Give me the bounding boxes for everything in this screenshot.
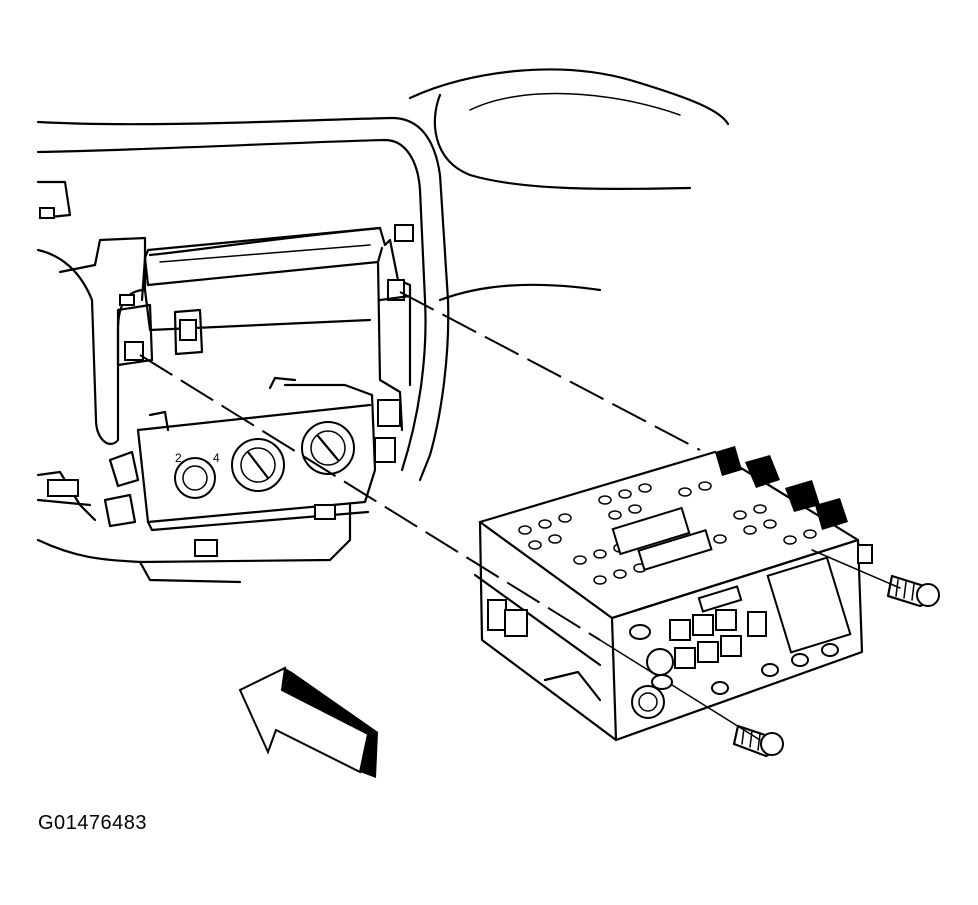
installation-direction-arrow <box>238 666 378 778</box>
svg-text:2: 2 <box>175 451 182 465</box>
mounting-screw-upper <box>886 574 940 608</box>
svg-text:4: 4 <box>213 451 220 465</box>
alignment-lines <box>139 291 901 741</box>
radio-mounting-bracket <box>116 224 414 432</box>
figure-id-label: G01476483 <box>38 812 148 834</box>
dash-panel-frame <box>36 116 450 584</box>
hvac-control-panel: 2 4 <box>103 376 401 557</box>
radio-unit <box>473 446 873 742</box>
mounting-screw-lower <box>732 724 784 758</box>
radio-front-controls <box>629 544 873 719</box>
radio-top-vents <box>518 481 817 585</box>
windshield-outline <box>408 68 730 302</box>
rear-connectors <box>715 446 848 530</box>
